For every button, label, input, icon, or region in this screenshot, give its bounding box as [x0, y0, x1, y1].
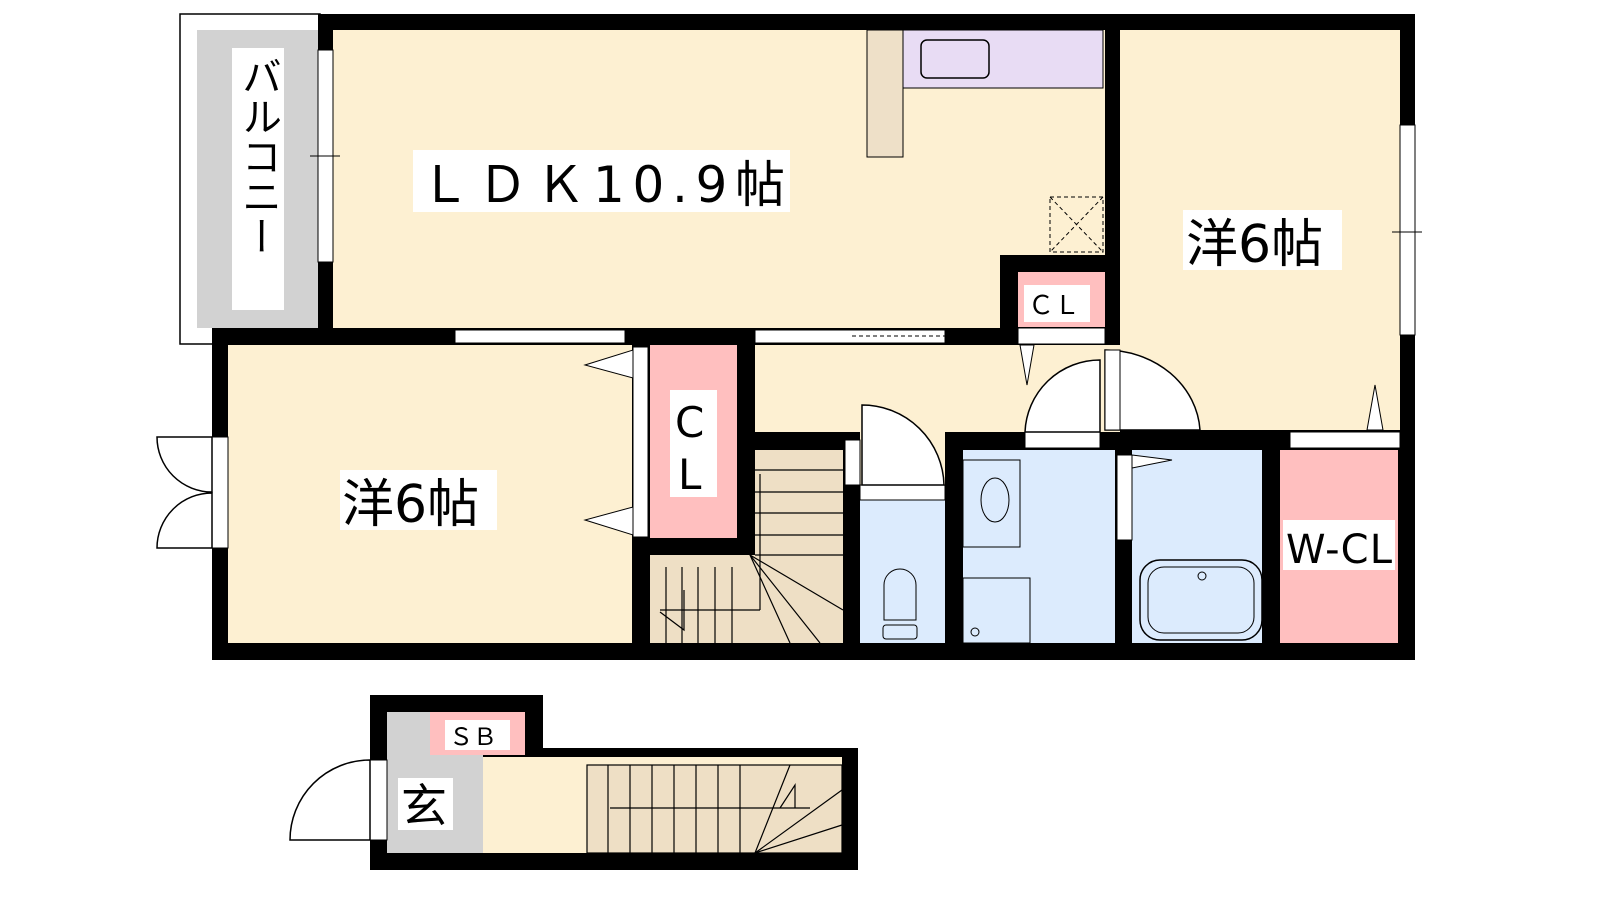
ldk-room: ＬＤＫ10.9帖 ＣＬ: [333, 29, 1120, 500]
walk-in-closet: W-CL: [1280, 450, 1398, 643]
bathtub-icon: [1139, 559, 1263, 641]
balcony: バルコニー: [179, 13, 321, 345]
western-room-right: 洋6帖: [1120, 30, 1422, 449]
washer-space: [962, 577, 1031, 644]
stairs: [650, 450, 844, 644]
entrance-stairs: [586, 764, 843, 854]
closet-small-label: ＣＬ: [1028, 291, 1080, 321]
shoe-box-label: ＳＢ: [449, 723, 497, 751]
balcony-label: バルコニー: [235, 56, 281, 256]
sink-icon: [920, 39, 990, 79]
bathroom: [1116, 450, 1263, 643]
window: [1399, 124, 1416, 336]
entrance-door: [289, 759, 371, 841]
ldk-label: ＬＤＫ10.9帖: [420, 156, 785, 214]
closet-left: C L: [583, 345, 737, 538]
walk-in-closet-label: W-CL: [1286, 527, 1393, 573]
western-right-label: 洋6帖: [1186, 215, 1323, 275]
closet-left-c: C: [675, 398, 704, 447]
basin-icon: [980, 477, 1010, 523]
closet-left-l: L: [678, 450, 702, 499]
entrance-floor: ＳＢ 玄: [289, 695, 858, 870]
toilet-room: [844, 404, 946, 643]
washroom: [962, 349, 1201, 644]
western-left-label: 洋6帖: [342, 475, 479, 535]
entrance-label: 玄: [401, 779, 447, 833]
western-room-left: 洋6帖: [156, 345, 632, 643]
toilet-icon: [883, 568, 917, 621]
